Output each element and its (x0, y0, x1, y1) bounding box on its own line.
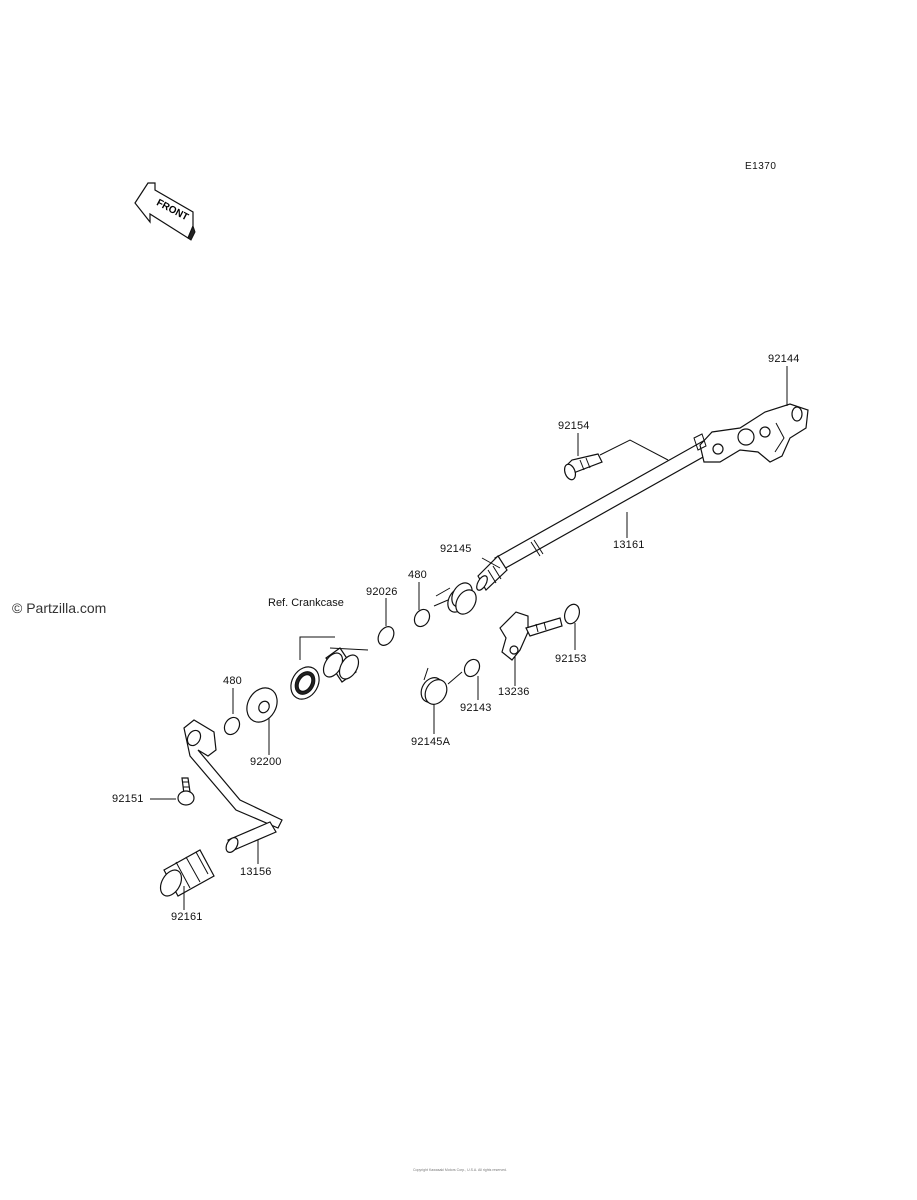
watermark: © Partzilla.com (12, 600, 107, 616)
bolt-92154 (563, 453, 603, 481)
washer-92026 (377, 626, 395, 646)
crankcase-ref-bracket (299, 636, 335, 660)
collar-92143 (463, 658, 481, 678)
part-label-92154[interactable]: 92154 (558, 420, 590, 432)
part-label-92145a[interactable]: 92145A (411, 736, 451, 748)
circlip-480-lower (223, 716, 241, 736)
part-label-92151[interactable]: 92151 (112, 793, 144, 805)
spring-92145a (420, 667, 463, 705)
shift-pedal (183, 719, 283, 853)
oil-seal (290, 666, 320, 700)
part-label-92145[interactable]: 92145 (440, 543, 472, 555)
part-label-13161[interactable]: 13161 (613, 539, 645, 551)
shift-arm-plate (693, 403, 809, 463)
part-label-92143[interactable]: 92143 (460, 702, 492, 714)
copyright-footer: Copyright Kawasaki Motors Corp., U.S.A. … (413, 1168, 507, 1172)
figure-code: E1370 (745, 161, 777, 172)
lever-13236 (499, 611, 529, 661)
leader-lines (150, 366, 788, 910)
part-label-92153[interactable]: 92153 (555, 653, 587, 665)
part-label-13236[interactable]: 13236 (498, 686, 530, 698)
part-label-92200[interactable]: 92200 (250, 756, 282, 768)
circlip-480-upper (413, 608, 431, 628)
spring-92145 (433, 582, 477, 615)
front-direction-arrow-icon: FRONT (134, 182, 196, 241)
part-label-480-lower[interactable]: 480 (223, 675, 242, 687)
part-label-92161[interactable]: 92161 (171, 911, 203, 923)
shift-rubber (159, 849, 215, 897)
bolt-92151 (177, 777, 195, 806)
bolt-92153 (525, 603, 581, 637)
washer-92200 (246, 687, 278, 723)
needle-bearing (322, 647, 360, 683)
part-label-92026[interactable]: 92026 (366, 586, 398, 598)
part-label-480-upper[interactable]: 480 (408, 569, 427, 581)
part-label-13156[interactable]: 13156 (240, 866, 272, 878)
part-label-92144[interactable]: 92144 (768, 353, 800, 365)
reference-label: Ref. Crankcase (268, 597, 344, 609)
